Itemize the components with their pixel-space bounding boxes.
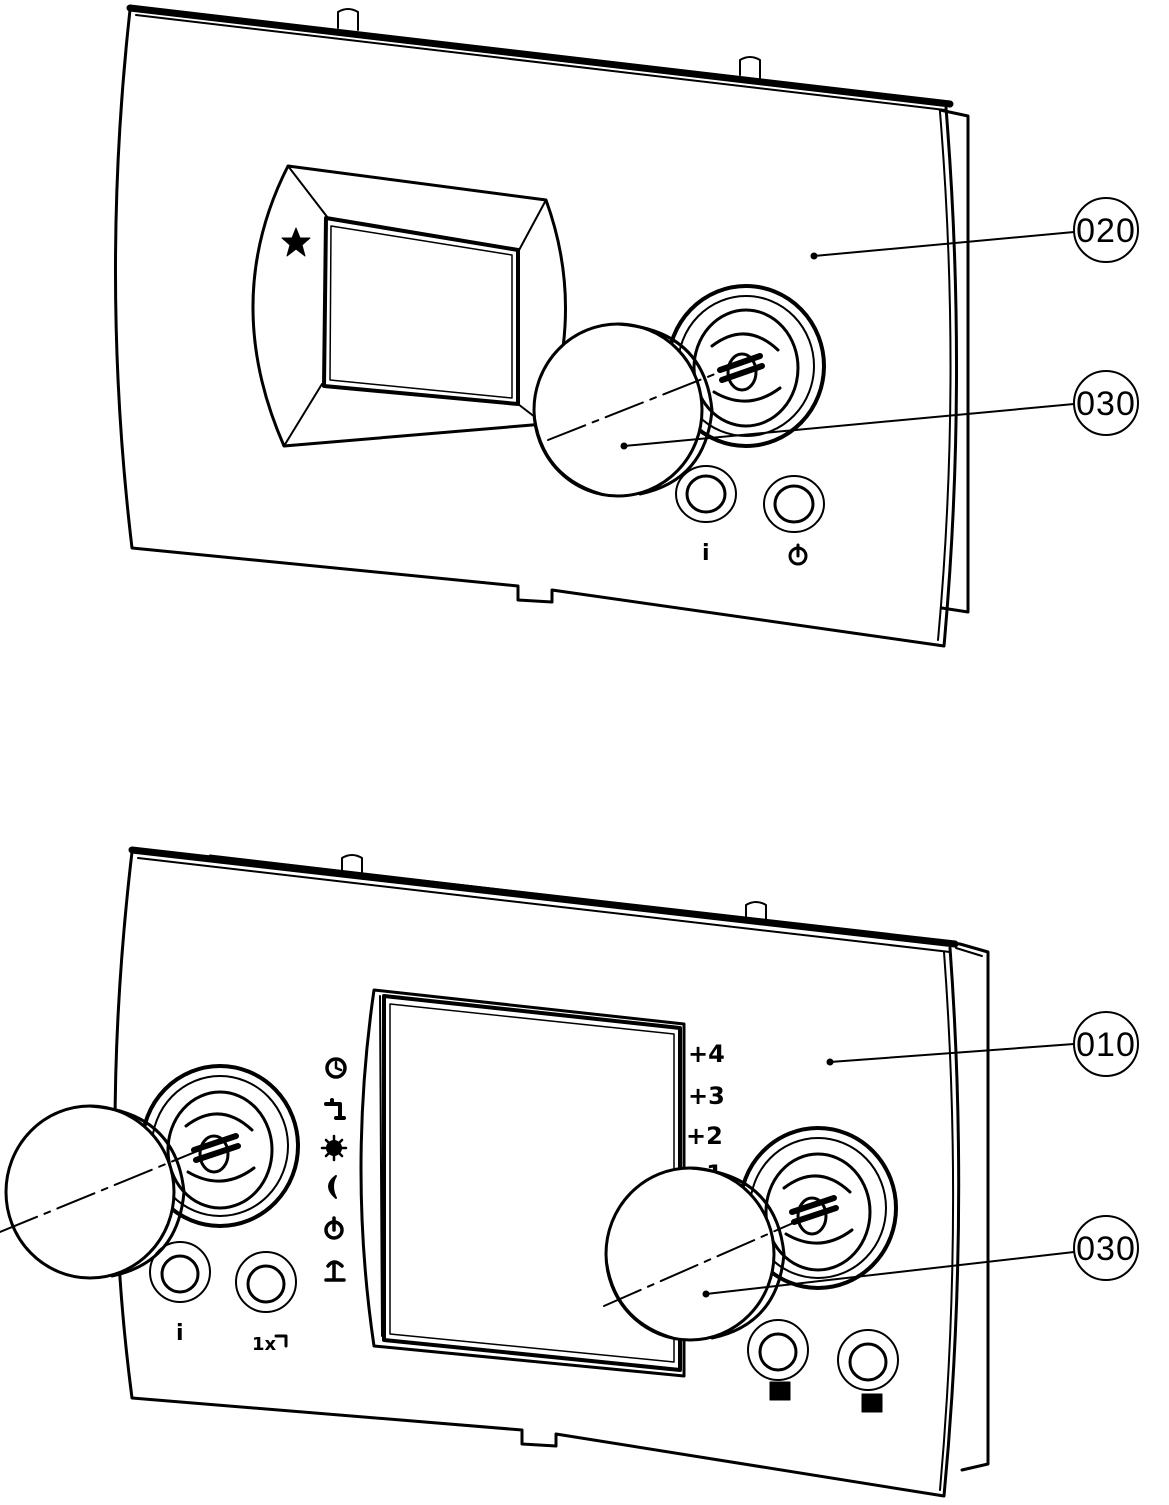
knob-socket — [666, 284, 826, 448]
power-icon — [788, 543, 808, 566]
square-icon-right — [861, 1393, 883, 1413]
square-right-button[interactable] — [837, 1329, 899, 1391]
callout-010: 010 — [1073, 1011, 1139, 1077]
info-button[interactable] — [675, 465, 737, 523]
callout-030-bottom: 030 — [1073, 1215, 1139, 1281]
knob-socket-left — [140, 1064, 300, 1228]
tap-icon — [274, 1334, 288, 1348]
rotary-knob-left[interactable] — [0, 1104, 201, 1280]
moon-icon — [328, 1175, 337, 1199]
front-cover-010 — [113, 850, 961, 1498]
display-screen — [322, 216, 520, 406]
power-icon — [324, 1216, 344, 1240]
scale-label-plus3: +3 — [688, 1082, 725, 1110]
square-icon-left — [769, 1381, 791, 1401]
scale-label-plus4: +4 — [688, 1040, 725, 1068]
info-button[interactable] — [149, 1241, 211, 1303]
sun-icon — [320, 1134, 348, 1162]
star-icon — [281, 227, 311, 257]
hot-water-button[interactable] — [235, 1251, 297, 1313]
callout-020: 020 — [1073, 197, 1139, 263]
display-bezel — [251, 164, 567, 448]
hot-water-label: 1x — [252, 1334, 277, 1355]
front-cover-020 — [114, 8, 959, 648]
rotary-knob-right[interactable] — [603, 1166, 801, 1342]
display-bezel — [359, 988, 686, 1378]
callout-030-bottom-label: 030 — [1076, 1230, 1136, 1268]
callout-010-label: 010 — [1076, 1026, 1136, 1064]
clock-icon — [325, 1057, 347, 1079]
tap-icon — [324, 1098, 346, 1120]
scale-label-plus2: +2 — [686, 1122, 723, 1150]
rotary-knob[interactable] — [532, 322, 721, 498]
holiday-icon — [324, 1260, 346, 1282]
top-panel: i 020 030 — [114, 4, 1139, 648]
info-label: i — [702, 541, 710, 566]
callout-030-top-label: 030 — [1076, 385, 1136, 423]
callout-020-label: 020 — [1076, 212, 1136, 250]
callout-030-top: 030 — [1073, 370, 1139, 436]
square-left-button[interactable] — [747, 1319, 809, 1381]
bottom-panel: +4 +3 +2 +1 — [0, 846, 1139, 1498]
display-screen — [382, 994, 682, 1372]
power-button[interactable] — [763, 475, 825, 533]
info-label: i — [176, 1321, 184, 1346]
